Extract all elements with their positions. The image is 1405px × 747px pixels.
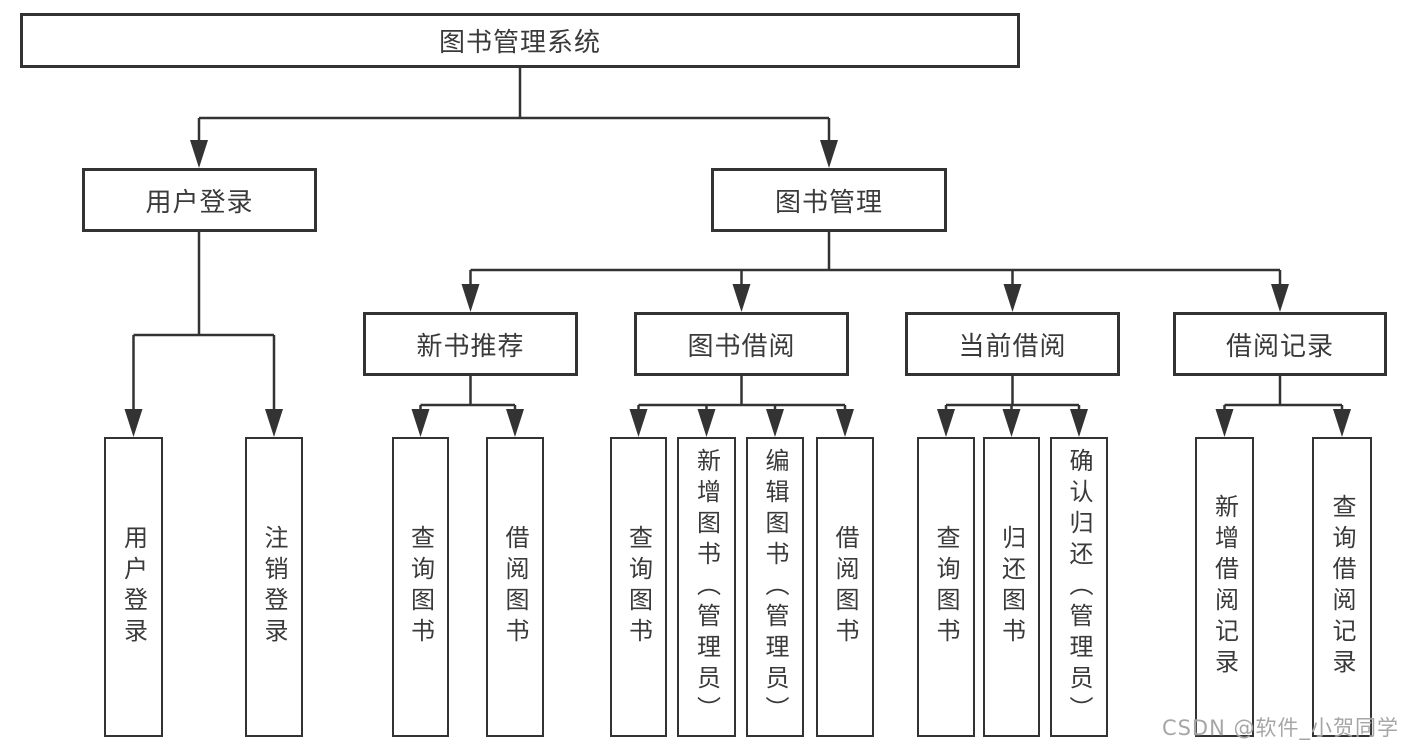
node-label: 借阅图书: [831, 525, 859, 649]
node-label: 当前借阅: [958, 331, 1067, 362]
node-book-borrowing: 图书借阅: [634, 312, 849, 376]
node-label: 图书管理系统: [438, 28, 601, 58]
node-label: 查询图书: [932, 525, 960, 649]
node-label: 查询借阅记录: [1328, 494, 1356, 680]
node-current-borrowing: 当前借阅: [905, 312, 1120, 376]
leaf-add-borrow-record: 新增借阅记录: [1195, 437, 1254, 737]
node-label: 用户登录: [145, 187, 254, 218]
node-label: 注销登录: [260, 525, 288, 649]
node-new-book-recommendation: 新书推荐: [363, 312, 578, 376]
leaf-query-books: 查询图书: [392, 437, 449, 737]
node-label: 新增图书（管理员）: [692, 447, 721, 727]
leaf-query-books: 查询图书: [610, 437, 667, 737]
node-label: 确认归还（管理员）: [1065, 447, 1093, 727]
leaf-add-book-admin: 新增图书（管理员）: [677, 437, 736, 737]
node-label: 用户登录: [119, 525, 148, 649]
leaf-borrow-books: 借阅图书: [816, 437, 874, 737]
node-user-login: 用户登录: [82, 168, 317, 232]
node-label: 归还图书: [997, 525, 1026, 649]
leaf-edit-book-admin: 编辑图书（管理员）: [746, 437, 804, 737]
node-root-system: 图书管理系统: [20, 13, 1020, 68]
node-label: 图书管理: [774, 187, 883, 218]
leaf-query-borrow-record: 查询借阅记录: [1312, 437, 1372, 737]
node-borrowing-records: 借阅记录: [1173, 312, 1387, 376]
node-label: 新增借阅记录: [1210, 494, 1239, 680]
node-label: 编辑图书（管理员）: [761, 447, 789, 727]
leaf-logout: 注销登录: [245, 437, 303, 737]
node-label: 查询图书: [624, 525, 653, 649]
csdn-watermark: CSDN @软件_小贺同学: [1161, 716, 1399, 740]
node-label: 借阅记录: [1225, 331, 1334, 362]
leaf-return-books: 归还图书: [983, 437, 1040, 737]
node-label: 查询图书: [406, 525, 435, 649]
leaf-confirm-return-admin: 确认归还（管理员）: [1050, 437, 1108, 737]
leaf-query-books: 查询图书: [917, 437, 975, 737]
node-label: 图书借阅: [687, 331, 796, 362]
node-label: 新书推荐: [416, 331, 525, 362]
leaf-borrow-books: 借阅图书: [486, 437, 544, 737]
node-label: 借阅图书: [501, 525, 529, 649]
leaf-user-login: 用户登录: [104, 437, 163, 737]
node-book-management: 图书管理: [711, 168, 947, 232]
